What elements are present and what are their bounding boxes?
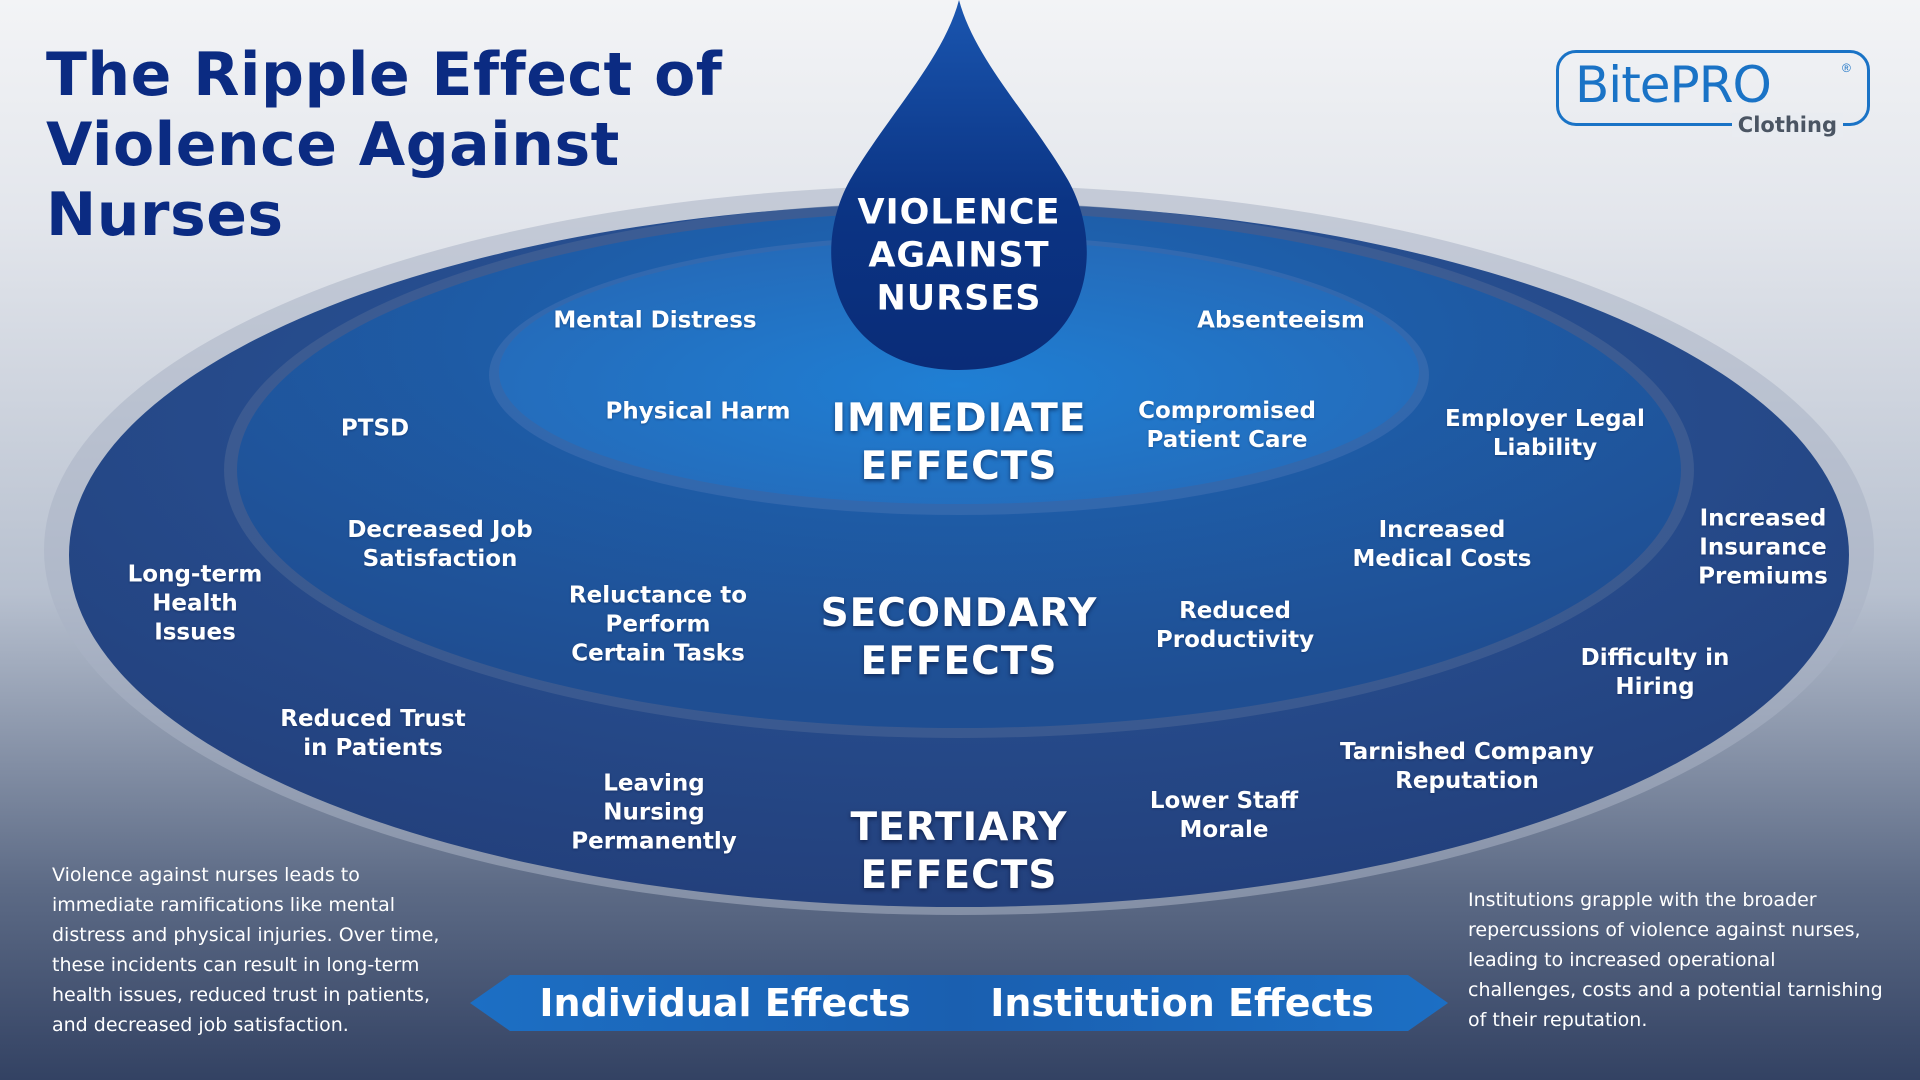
band-immediate: IMMEDIATE EFFECTS [831, 396, 1087, 489]
effects-arrow [470, 975, 1448, 1031]
individual-effects-description: Violence against nurses leads to immedia… [52, 864, 440, 1036]
effect-tarnished-company-reputation: Tarnished Company Reputation [1340, 739, 1594, 794]
effect-increased-medical-costs: Increased Medical Costs [1352, 517, 1532, 572]
effect-reduced-trust-in-patients: Reduced Trust in Patients [280, 706, 466, 761]
effect-compromised-patient-care: Compromised Patient Care [1138, 398, 1316, 453]
band-tertiary: TERTIARY EFFECTS [850, 805, 1068, 898]
effect-leaving-nursing-permanently: Leaving Nursing Permanently [571, 770, 737, 855]
effect-increased-insurance-premiums: Increased Insurance Premiums [1698, 505, 1828, 590]
effect-decreased-job-satisfaction: Decreased Job Satisfaction [347, 517, 533, 572]
band-secondary: SECONDARY EFFECTS [820, 591, 1098, 684]
arrow-label-individual: Individual Effects [539, 981, 911, 1025]
effect-long-term-health-issues: Long-term Health Issues [127, 561, 263, 646]
effect-lower-staff-morale: Lower Staff Morale [1149, 788, 1299, 843]
institution-effects-description: Institutions grapple with the broader re… [1468, 889, 1883, 1031]
logo-name: BitePRO [1575, 56, 1772, 114]
effect-employer-legal-liability: Employer Legal Liability [1445, 406, 1645, 461]
effect-reluctance-to-perform-tasks: Reluctance to Perform Certain Tasks [568, 582, 748, 667]
effect-reduced-productivity: Reduced Productivity [1155, 598, 1315, 653]
effect-mental-distress: Mental Distress [553, 307, 757, 334]
effect-physical-harm: Physical Harm [605, 398, 791, 425]
effect-absenteeism: Absenteeism [1197, 307, 1365, 334]
logo-registered-mark: ® [1842, 61, 1851, 75]
page-title: The Ripple Effect of Violence Against Nu… [46, 40, 723, 250]
effect-ptsd: PTSD [340, 415, 410, 442]
brand-logo: BitePRO ® Clothing [1556, 50, 1870, 137]
immediate-ring [499, 240, 1419, 504]
water-drop [831, 0, 1087, 370]
effect-difficulty-in-hiring: Difficulty in Hiring [1580, 645, 1730, 700]
arrow-label-institution: Institution Effects [990, 981, 1374, 1025]
logo-subtitle: Clothing [1731, 113, 1843, 137]
source-label: VIOLENCE AGAINST NURSES [857, 192, 1061, 319]
